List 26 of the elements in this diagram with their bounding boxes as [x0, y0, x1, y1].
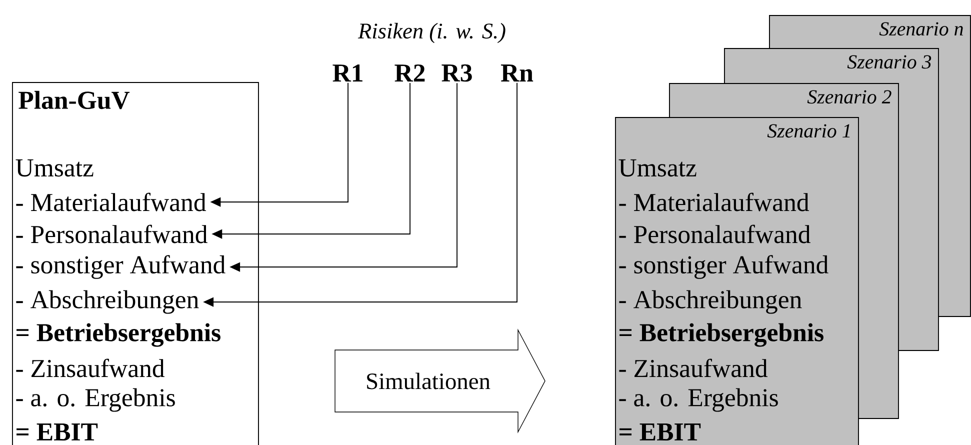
- row-text: - Personalaufwand: [16, 224, 208, 244]
- row-text: - Zinsaufwand: [16, 358, 164, 378]
- row-text: Umsatz: [618, 159, 696, 177]
- row-text: - sonstiger Aufwand: [619, 255, 828, 279]
- row-text: - Materialaufwand: [619, 192, 809, 212]
- risk-label: Rn: [500, 64, 534, 82]
- row-text: = Betriebsergebnis: [16, 323, 220, 347]
- row-text: - a. o. Ergebnis: [619, 388, 778, 412]
- risk-label: R1: [332, 64, 362, 82]
- risk-label: R3: [442, 64, 472, 82]
- row-text: - Personalaufwand: [619, 224, 810, 244]
- card-title: Szenario n: [879, 22, 963, 36]
- row-text: - Materialaufwand: [16, 192, 206, 212]
- risk-label: R2: [394, 64, 425, 82]
- row-text: - Abschreibungen: [619, 290, 802, 314]
- row-text: - Zinsaufwand: [619, 358, 768, 378]
- row-text: = EBIT: [620, 424, 701, 440]
- heading: Risiken (i. w. S.): [358, 22, 506, 44]
- row-text: Umsatz: [16, 159, 94, 177]
- row-text: = EBIT: [16, 424, 98, 440]
- card-title: Szenario 2: [807, 90, 892, 104]
- row-text: - Abschreibungen: [16, 290, 199, 314]
- card-title: Szenario 3: [847, 55, 932, 69]
- row-text: - sonstiger Aufwand: [16, 255, 226, 279]
- row-text: - a. o. Ergebnis: [16, 388, 175, 412]
- row-text: = Betriebsergebnis: [620, 323, 824, 347]
